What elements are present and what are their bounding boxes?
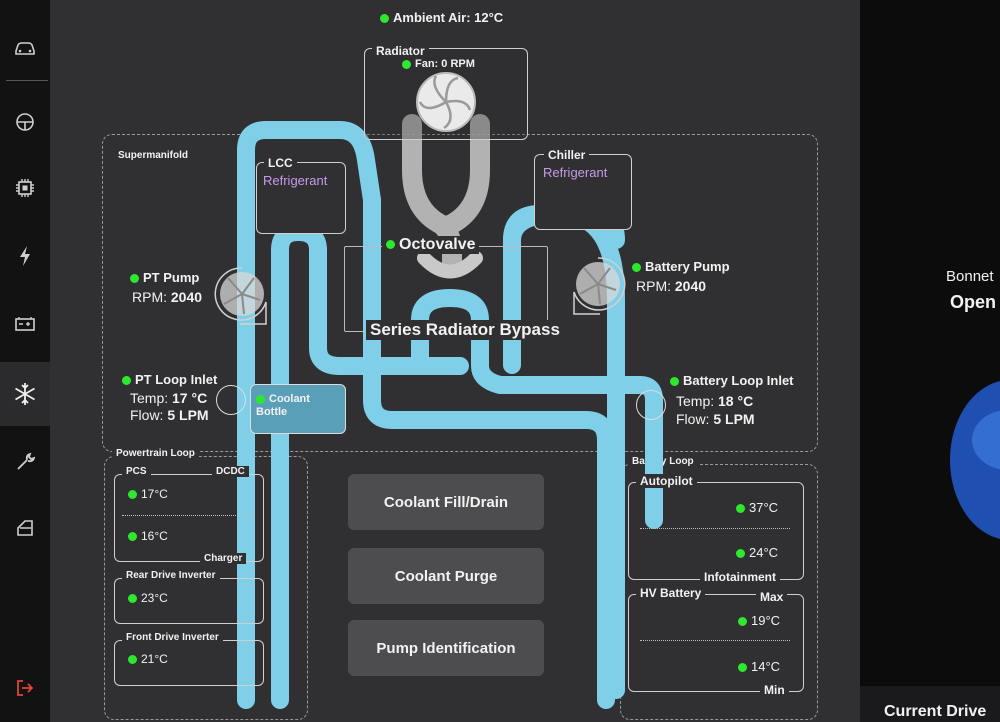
lcc-title: LCC [264, 156, 297, 170]
hv-battery-label: HV Battery [636, 586, 706, 600]
front-inverter-temp: 21°C [128, 652, 168, 666]
pump-identification-button[interactable]: Pump Identification [348, 620, 544, 676]
supermanifold-region [102, 134, 818, 452]
wrench-icon [17, 452, 35, 470]
sidebar-item-thermal[interactable] [0, 362, 50, 426]
bonnet-status[interactable]: Open [950, 292, 997, 312]
lcc-box [256, 162, 346, 234]
battery-pump-title: Battery Pump [632, 259, 730, 274]
pcs-temp-1: 17°C [128, 487, 168, 501]
powertrain-loop-label: Powertrain Loop [112, 448, 199, 459]
pt-pump-icon [214, 267, 267, 325]
car-icon [15, 42, 35, 55]
pcs-divider [122, 515, 254, 516]
pt-inlet-flow: Flow: 5 LPM [130, 407, 209, 423]
sidebar-item-door[interactable] [0, 500, 50, 556]
min-label: Min [760, 683, 789, 697]
max-label: Max [756, 590, 788, 604]
dcdc-label: DCDC [212, 466, 249, 477]
autopilot-label: Autopilot [636, 474, 697, 488]
door-icon [17, 520, 33, 536]
autopilot-temp: 37°C [736, 500, 778, 515]
pt-return-pipe [271, 223, 469, 709]
current-drive-label[interactable]: Current Drive [884, 703, 987, 720]
hv-max-temp: 19°C [738, 613, 780, 628]
series-radiator-bypass-label: Series Radiator Bypass [366, 320, 564, 340]
car-render-icon [950, 381, 1000, 539]
battery-loop-inlet-title: Battery Loop Inlet [670, 373, 794, 388]
infotainment-temp: 24°C [736, 545, 778, 560]
radiator-title: Radiator [372, 44, 429, 58]
radiator-fan-label: Fan: 0 RPM [402, 58, 475, 70]
charger-label: Charger [200, 553, 247, 564]
bypass-loop-pipe [411, 289, 663, 529]
pt-inlet-temp: Temp: 17 °C [130, 390, 208, 406]
pcs-temp-2: 16°C [128, 529, 168, 543]
pt-pump-title: PT Pump [130, 270, 199, 285]
thermal-panel: Supermanifold Powertrain Loop Battery Lo… [50, 0, 860, 722]
sidebar-item-power[interactable] [0, 228, 50, 284]
chiller-refrigerant-label: Refrigerant [543, 165, 608, 180]
battery-pump-icon [573, 257, 626, 315]
battery-inlet-sensor [636, 390, 666, 420]
autopilot-box [628, 482, 804, 580]
coolant-fill-drain-button[interactable]: Coolant Fill/Drain [348, 474, 544, 530]
steering-wheel-icon [16, 113, 34, 131]
sidebar-item-car[interactable] [0, 20, 50, 76]
octovalve-label: Octovalve [382, 236, 480, 254]
octovalve-grey-arc [417, 251, 483, 279]
bonnet-label: Bonnet [946, 268, 994, 285]
autopilot-divider [640, 528, 790, 529]
powertrain-loop-region [104, 456, 308, 720]
sidebar-item-chip[interactable] [0, 160, 50, 216]
lcc-refrigerant-label: Refrigerant [263, 173, 328, 188]
battery-icon [15, 317, 35, 331]
chiller-box [534, 154, 632, 230]
chiller-title: Chiller [544, 148, 590, 162]
status-dot [380, 14, 389, 24]
hv-battery-box [628, 594, 804, 692]
sidebar-divider [6, 80, 48, 81]
pcs-label: PCS [122, 466, 151, 477]
snowflake-icon [15, 383, 35, 405]
exit-icon [17, 680, 34, 696]
sidebar-item-service[interactable] [0, 434, 50, 490]
center-loop-pipe [363, 191, 615, 709]
sidebar [0, 0, 50, 722]
supermanifold-label: Supermanifold [114, 150, 193, 161]
sidebar-item-battery[interactable] [0, 296, 50, 352]
right-panel: Bonnet Open Current Drive [860, 0, 1000, 722]
battery-pump-rpm: RPM: 2040 [636, 278, 707, 294]
front-inverter-label: Front Drive Inverter [122, 632, 223, 643]
rear-inverter-temp: 23°C [128, 591, 168, 605]
chip-icon [16, 179, 34, 197]
fan-icon [416, 72, 476, 132]
current-drive-bar [860, 686, 1000, 722]
pt-inlet-sensor [216, 385, 246, 415]
pt-main-pipe [237, 121, 381, 709]
ambient-air-label: Ambient Air: 12°C [380, 10, 503, 25]
sidebar-item-exit[interactable] [0, 660, 50, 716]
hv-min-temp: 14°C [738, 659, 780, 674]
hv-divider [640, 640, 790, 641]
sidebar-item-steering[interactable] [0, 94, 50, 150]
lightning-icon [20, 246, 30, 266]
pt-loop-inlet-title: PT Loop Inlet [122, 372, 217, 387]
battery-inlet-flow: Flow: 5 LPM [676, 411, 755, 427]
battery-inlet-temp: Temp: 18 °C [676, 393, 754, 409]
coolant-bottle-label: Coolant Bottle [256, 393, 310, 418]
coolant-purge-button[interactable]: Coolant Purge [348, 548, 544, 604]
pcs-dcdc-box [114, 474, 264, 562]
coolant-bottle-box [250, 384, 346, 434]
rear-inverter-label: Rear Drive Inverter [122, 570, 220, 581]
infotainment-label: Infotainment [700, 570, 780, 584]
pt-pump-rpm: RPM: 2040 [132, 289, 203, 305]
